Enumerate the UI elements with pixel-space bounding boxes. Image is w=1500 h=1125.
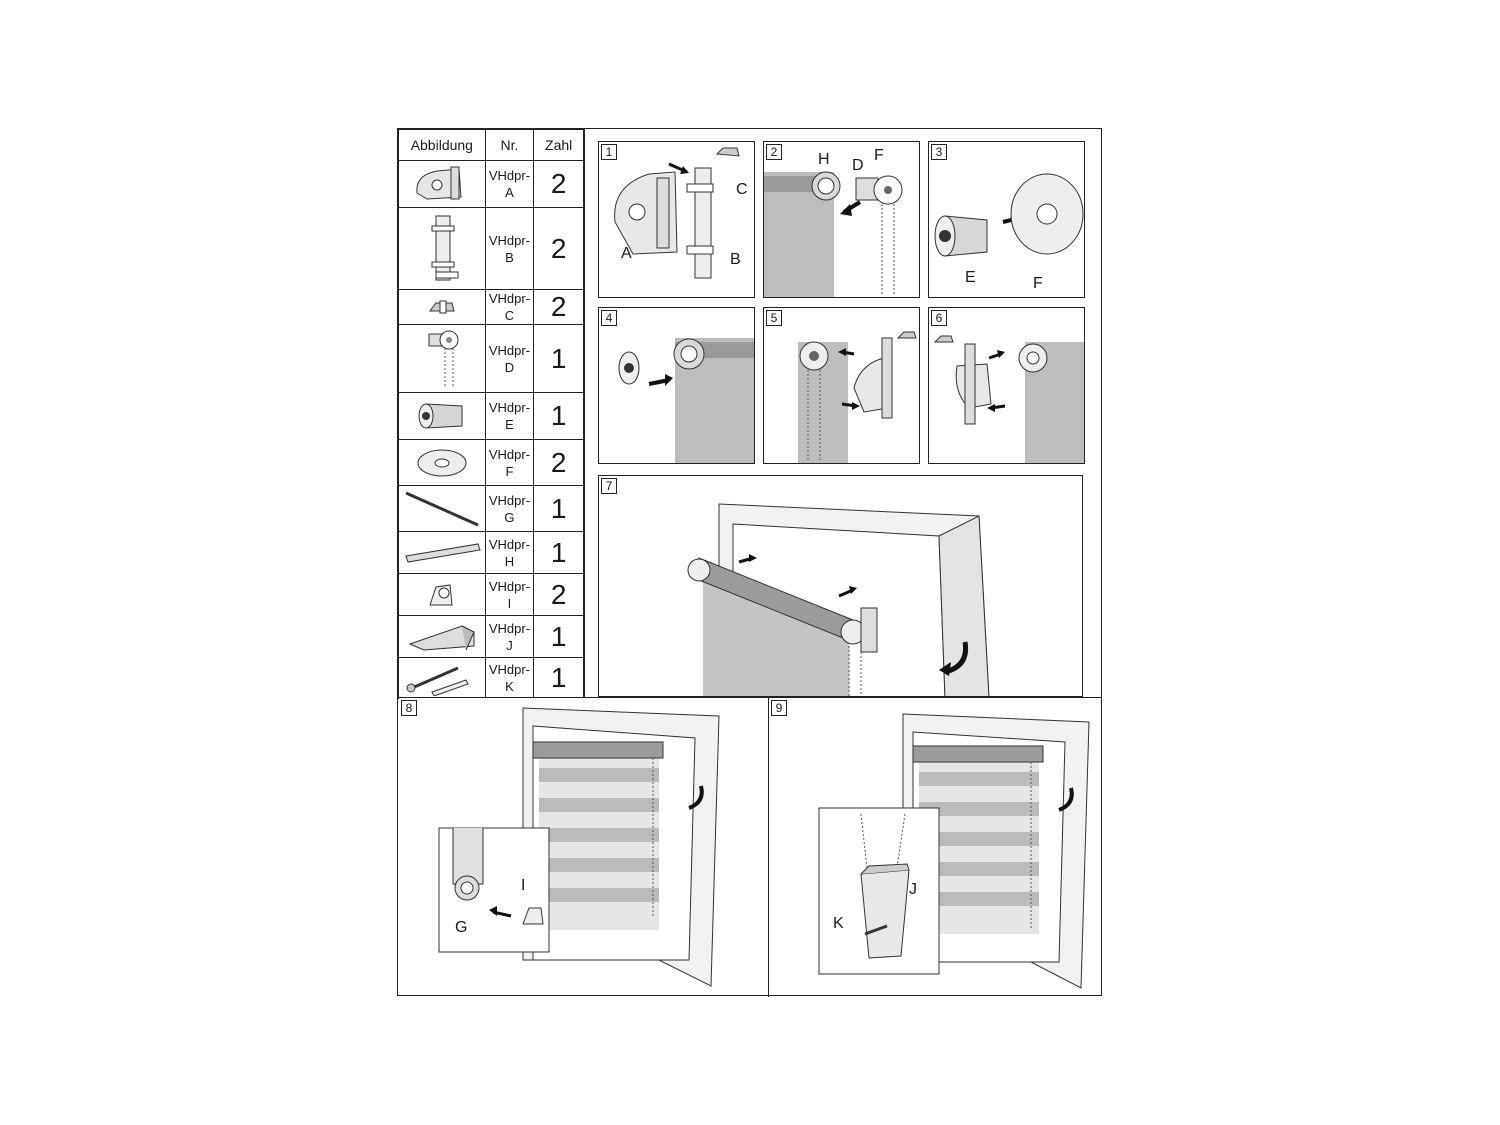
step-number: 6 (931, 310, 947, 326)
part-qty: 2 (533, 289, 584, 325)
label-f: F (1033, 275, 1043, 292)
table-row: VHdpr-K 1 (398, 657, 584, 699)
step-number: 3 (931, 144, 947, 160)
part-code: VHdpr-G (484, 485, 535, 532)
label-b: B (730, 251, 741, 268)
step-number: 1 (601, 144, 617, 160)
step-number: 4 (601, 310, 617, 326)
label-a: A (621, 245, 632, 262)
parts-table: Abbildung Nr. Zahl VHdpr-A 2 VHdpr-B 2 V… (398, 129, 584, 699)
part-qty: 1 (533, 657, 584, 699)
label-h: H (818, 151, 830, 168)
part-code: VHdpr-C (484, 289, 535, 325)
part-qty: 1 (533, 392, 584, 440)
step-8-panel: 8 G I (399, 698, 767, 995)
step-number: 5 (766, 310, 782, 326)
part-qty: 2 (533, 573, 584, 616)
table-row: VHdpr-E 1 (398, 392, 584, 440)
bracket-attach-illustration (798, 331, 917, 463)
part-qty: 1 (533, 615, 584, 658)
chain-guard-install-illustration (818, 713, 1090, 989)
label-k: K (833, 915, 844, 932)
bracket-assembly-illustration (614, 147, 740, 279)
label-e: E (965, 269, 976, 286)
part-qty: 2 (533, 439, 584, 486)
label-c: C (736, 181, 748, 198)
label-g: G (455, 919, 468, 936)
label-i: I (521, 877, 526, 894)
label-j: J (909, 881, 917, 898)
step-number: 9 (771, 700, 787, 716)
washer-icon (398, 439, 486, 486)
part-qty: 2 (533, 160, 584, 208)
bottom-rail-icon (398, 531, 486, 574)
end-cap-icon (398, 573, 486, 616)
label-d: D (852, 157, 864, 174)
step-3-panel: 3 E F (928, 141, 1085, 298)
frame-mount-illustration (687, 503, 990, 696)
instruction-sheet: Abbildung Nr. Zahl VHdpr-A 2 VHdpr-B 2 V… (397, 128, 1102, 997)
chain-guard-icon (398, 615, 486, 658)
screw-dowel-icon (398, 657, 486, 699)
installed-blind-illustration (438, 707, 720, 987)
step-number: 2 (766, 144, 782, 160)
table-row: VHdpr-G 1 (398, 485, 584, 532)
table-row: VHdpr-J 1 (398, 615, 584, 658)
step-6-panel: 6 (928, 307, 1085, 464)
step-1-panel: 1 A B C (598, 141, 755, 298)
part-code: VHdpr-I (484, 573, 535, 616)
bracket-icon (398, 160, 486, 208)
end-plug-icon (398, 392, 486, 440)
part-qty: 1 (533, 485, 584, 532)
part-qty: 1 (533, 531, 584, 574)
chain-drive-icon (398, 324, 486, 393)
step-number: 7 (601, 478, 617, 494)
table-divider (584, 129, 585, 697)
header-number: Nr. (484, 129, 535, 161)
step-5-panel: 5 (763, 307, 920, 464)
table-row: VHdpr-F 2 (398, 439, 584, 486)
part-code: VHdpr-H (484, 531, 535, 574)
part-code: VHdpr-D (484, 324, 535, 393)
step-4-panel: 4 (598, 307, 755, 464)
part-code: VHdpr-F (484, 439, 535, 486)
label-f: F (874, 147, 884, 164)
part-code: VHdpr-B (484, 207, 535, 290)
step-7-panel: 7 (598, 475, 1083, 697)
part-code: VHdpr-J (484, 615, 535, 658)
clip-icon (398, 289, 486, 325)
plug-washer-illustration (934, 173, 1084, 257)
part-code: VHdpr-K (484, 657, 535, 699)
row-divider (398, 697, 1101, 698)
part-code: VHdpr-A (484, 160, 535, 208)
header-count: Zahl (533, 129, 584, 161)
table-row: VHdpr-C 2 (398, 289, 584, 325)
part-qty: 2 (533, 207, 584, 290)
second-bracket-illustration (933, 335, 1084, 463)
plug-roller-illustration (618, 338, 754, 463)
table-row: VHdpr-H 1 (398, 531, 584, 574)
step-9-panel: 9 K J (769, 698, 1101, 995)
table-row: VHdpr-A 2 (398, 160, 584, 208)
column-divider (768, 697, 769, 997)
part-code: VHdpr-E (484, 392, 535, 440)
mount-plate-icon (398, 207, 486, 290)
roller-insert-illustration (764, 171, 903, 297)
table-row: VHdpr-B 2 (398, 207, 584, 290)
rod-icon (398, 485, 486, 532)
part-qty: 1 (533, 324, 584, 393)
step-2-panel: 2 H D F (763, 141, 920, 298)
table-row: VHdpr-D 1 (398, 324, 584, 393)
step-number: 8 (401, 700, 417, 716)
header-figure: Abbildung (398, 129, 486, 161)
table-row: VHdpr-I 2 (398, 573, 584, 616)
